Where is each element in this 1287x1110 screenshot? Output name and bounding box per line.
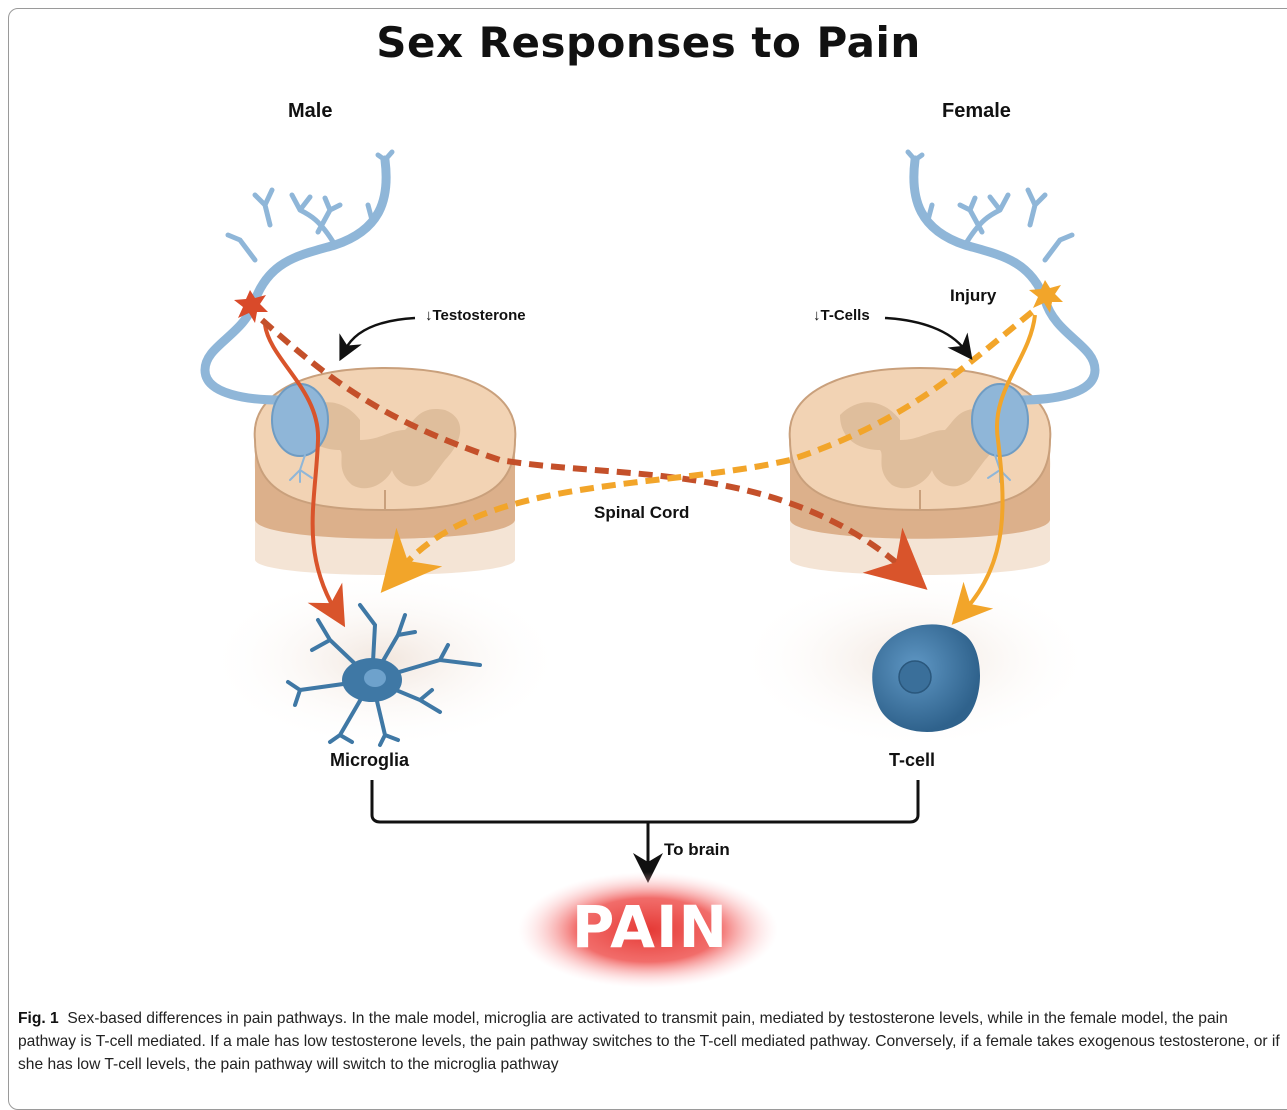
- t-cell: [872, 624, 980, 732]
- microglia-label: Microglia: [330, 750, 409, 771]
- convergence-bracket: [372, 780, 918, 822]
- figure-title: Sex Responses to Pain: [0, 18, 1287, 67]
- male-label: Male: [288, 100, 332, 123]
- caption-text: Sex-based differences in pain pathways. …: [18, 1010, 1280, 1073]
- to-brain-label: To brain: [664, 840, 730, 860]
- spinal-cord-label: Spinal Cord: [594, 503, 689, 523]
- testosterone-arrow: [345, 318, 415, 350]
- testosterone-label: ↓Testosterone: [425, 307, 526, 324]
- tcells-label: ↓T-Cells: [813, 307, 870, 324]
- caption-fig-label: Fig. 1: [18, 1010, 59, 1027]
- pain-label: PAIN: [540, 893, 760, 961]
- tcells-arrow: [885, 318, 965, 350]
- figure-caption: Fig. 1 Sex-based differences in pain pat…: [18, 1007, 1280, 1076]
- tcell-label: T-cell: [889, 750, 935, 771]
- female-label: Female: [942, 100, 1011, 123]
- injury-label: Injury: [950, 286, 996, 306]
